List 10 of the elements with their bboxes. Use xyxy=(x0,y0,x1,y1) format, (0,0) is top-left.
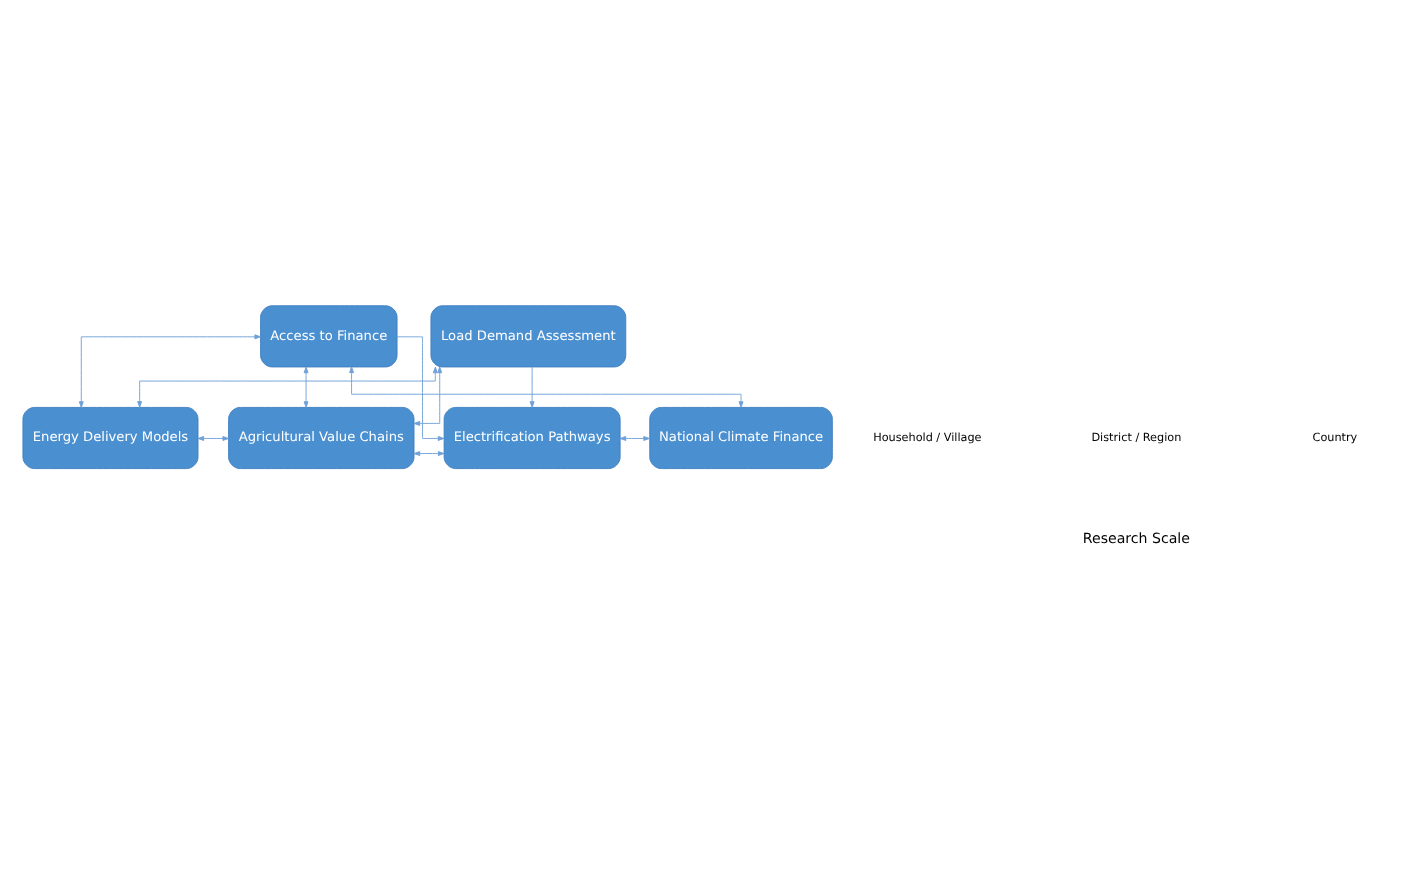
arrow xyxy=(396,336,445,441)
arrow xyxy=(413,366,443,426)
arrow xyxy=(619,436,650,441)
arrow xyxy=(349,366,744,408)
arrow xyxy=(197,436,229,441)
arrow xyxy=(413,451,445,456)
arrow xyxy=(137,366,438,408)
arrow xyxy=(529,366,535,408)
arrow xyxy=(78,334,261,408)
arrow xyxy=(303,366,309,408)
